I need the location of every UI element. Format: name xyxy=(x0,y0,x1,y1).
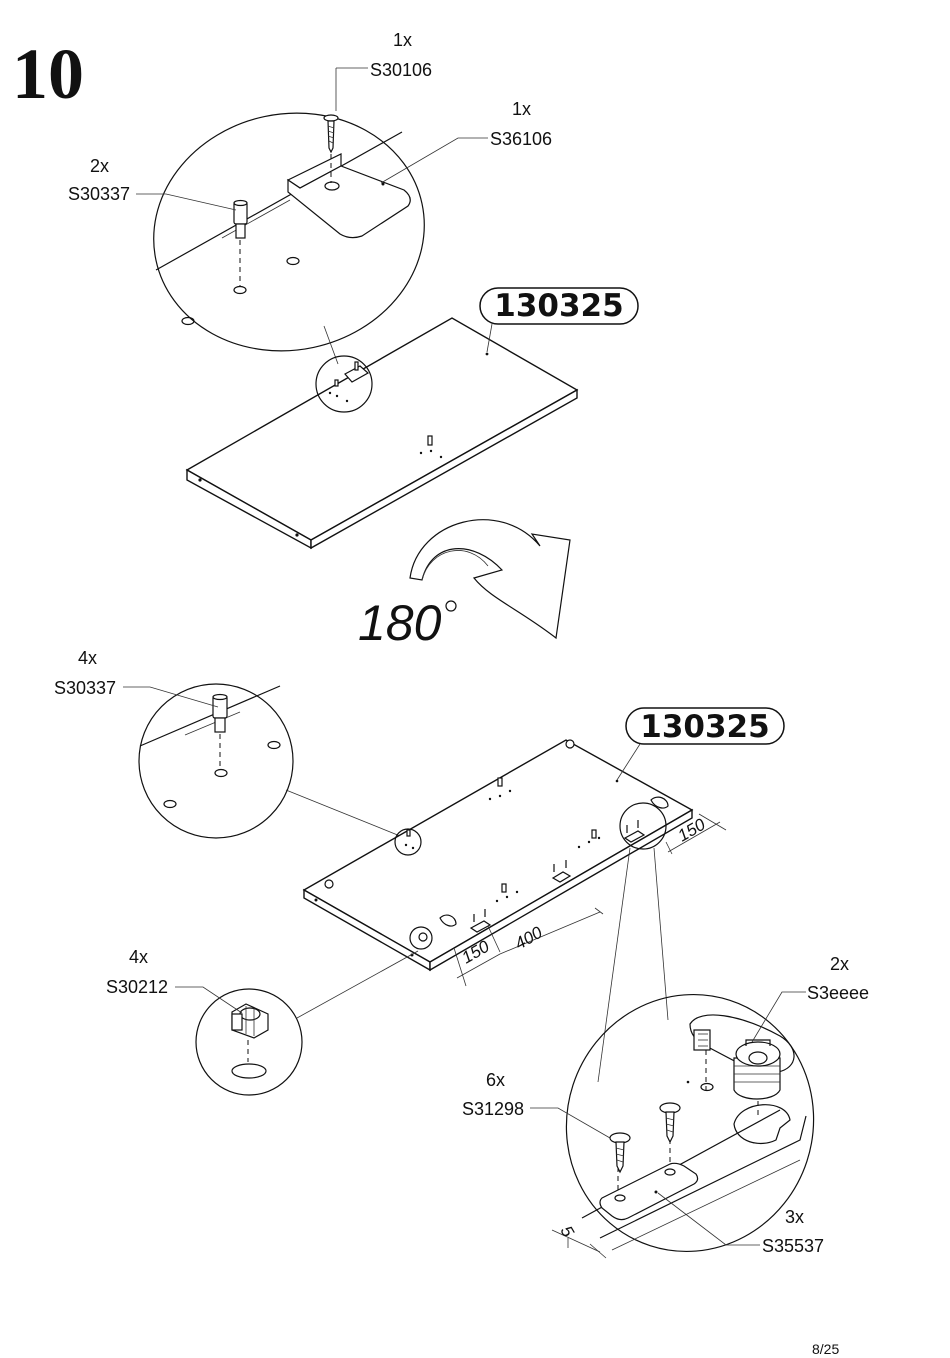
top-detail-ellipse xyxy=(153,112,425,352)
screw-code: S31298 xyxy=(462,1099,524,1119)
cam-qty: 4x xyxy=(129,947,148,967)
top-panel xyxy=(185,317,579,550)
top-dowel-code: S30337 xyxy=(68,184,130,204)
top-bracket-code: S36106 xyxy=(490,129,552,149)
dim-5: 5 xyxy=(557,1223,578,1241)
top-dowel-qty: 2x xyxy=(90,156,109,176)
cam-code: S30212 xyxy=(106,977,168,997)
top-screw-code: S30106 xyxy=(370,60,432,80)
screw-icon xyxy=(659,1102,681,1144)
plate-qty: 3x xyxy=(785,1207,804,1227)
page-number: 8/25 xyxy=(812,1341,839,1357)
bottom-dowel-qty: 4x xyxy=(78,648,97,668)
dim-400: 400 xyxy=(512,923,547,954)
screw-qty: 6x xyxy=(486,1070,505,1090)
top-screw-qty: 1x xyxy=(393,30,412,50)
cam-icon xyxy=(231,1003,269,1039)
bottom-dowel-detail xyxy=(138,683,294,839)
panel-code-bottom: 130325 xyxy=(640,709,769,745)
bottom-small-circle-cam xyxy=(409,926,433,950)
bottom-dowel-code: S30337 xyxy=(54,678,116,698)
panel-code-badge-top: 130325 xyxy=(479,287,639,325)
cam-detail xyxy=(195,988,303,1096)
bottom-small-circle-dowel xyxy=(394,828,422,856)
top-small-detail-circle xyxy=(315,355,373,413)
bottom-panel xyxy=(302,739,694,972)
plate-icon xyxy=(599,1162,699,1221)
screw-icon xyxy=(609,1132,631,1174)
dowel-icon xyxy=(212,693,228,733)
panel-code-badge-bottom: 130325 xyxy=(625,707,785,745)
dowel-icon xyxy=(233,199,248,239)
screw-icon xyxy=(323,114,339,154)
degree-symbol xyxy=(445,600,457,612)
bottom-small-circle-right xyxy=(619,802,667,850)
cam-large-code: S3eeee xyxy=(807,983,869,1003)
step-number: 10 xyxy=(12,34,84,114)
rotate-arrow-icon xyxy=(409,519,571,640)
panel-code-top: 130325 xyxy=(494,288,623,324)
plate-code: S35537 xyxy=(762,1236,824,1256)
dimension-5: 5 xyxy=(551,1223,607,1259)
cam-large-icon xyxy=(689,1014,795,1100)
rotation-value: 180 xyxy=(358,595,442,651)
bracket-icon xyxy=(286,153,411,239)
top-bracket-qty: 1x xyxy=(512,99,531,119)
small-screws xyxy=(473,820,639,922)
large-detail-ellipse xyxy=(565,993,815,1253)
cam-large-qty: 2x xyxy=(830,954,849,974)
